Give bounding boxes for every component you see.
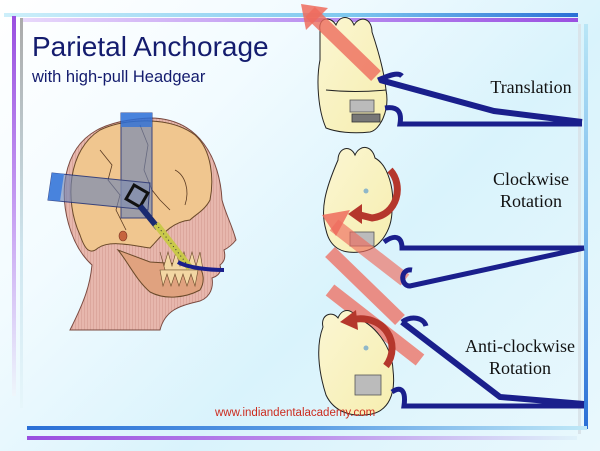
label-anticlockwise-line2: Rotation xyxy=(489,358,551,378)
facebow-connector xyxy=(124,183,225,272)
label-anticlockwise-line1: Anti-clockwise xyxy=(465,336,575,356)
slide-subtitle: with high-pull Headgear xyxy=(32,68,206,86)
right-border-gray xyxy=(578,24,581,434)
label-translation: Translation xyxy=(478,76,584,98)
top-border-purple xyxy=(22,18,578,22)
molar-anticlockwise xyxy=(318,246,585,416)
label-clockwise-rotation: Clockwise Rotation xyxy=(478,168,584,212)
top-border-blue xyxy=(4,13,578,17)
right-border-blue xyxy=(584,24,588,429)
bottom-border-blue xyxy=(27,426,587,430)
label-clockwise-line2: Rotation xyxy=(500,191,562,211)
left-border-purple xyxy=(12,16,16,396)
headgear-straps xyxy=(47,112,153,219)
molar-translation xyxy=(301,4,583,134)
label-translation-text: Translation xyxy=(490,77,572,97)
left-border-gray xyxy=(20,18,23,408)
label-clockwise-line1: Clockwise xyxy=(493,169,569,189)
bottom-border-purple xyxy=(27,436,577,440)
slide-title: Parietal Anchorage xyxy=(32,31,269,62)
footer-url[interactable]: www.indiandentalacademy.com xyxy=(215,407,376,419)
label-anticlockwise-rotation: Anti-clockwise Rotation xyxy=(455,335,585,379)
